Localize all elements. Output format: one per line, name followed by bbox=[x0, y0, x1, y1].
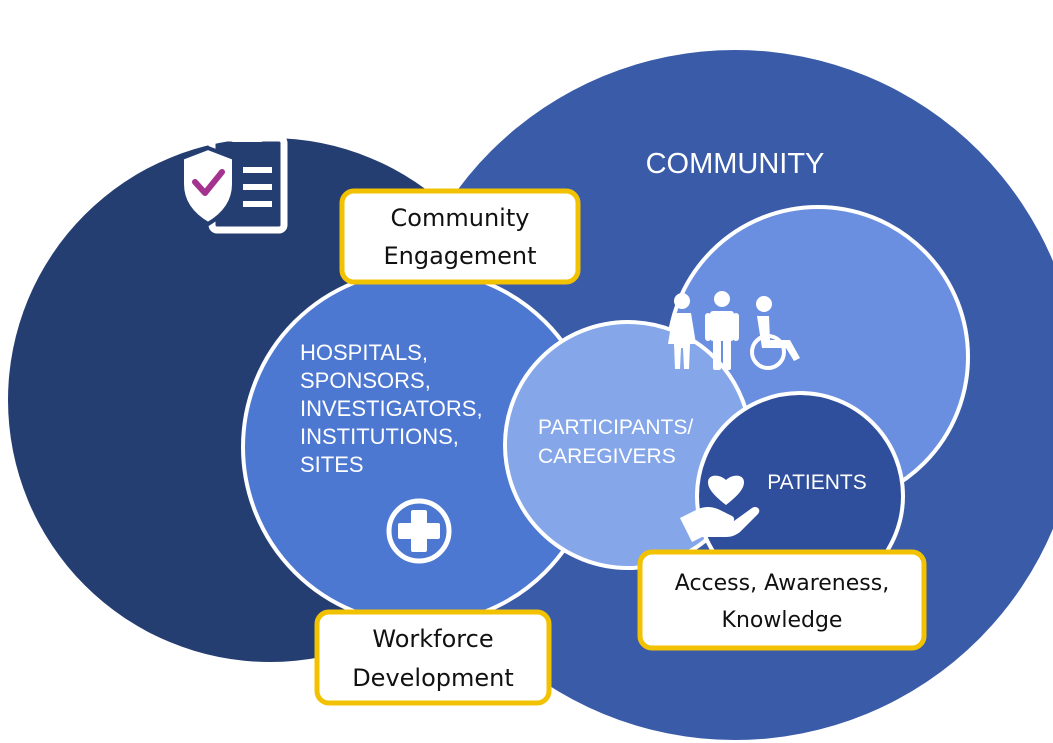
hospitals-label-line-4: INSTITUTIONS, bbox=[300, 424, 459, 449]
community-label: COMMUNITY bbox=[646, 148, 825, 180]
community-engagement-line-1: Community bbox=[391, 204, 530, 232]
medical-cross-icon bbox=[386, 498, 452, 564]
community-engagement-line-2: Engagement bbox=[383, 242, 536, 270]
policy-clipboard-shield-icon bbox=[180, 126, 288, 234]
heart-in-hand-icon bbox=[680, 475, 760, 542]
access-line-2: Knowledge bbox=[722, 608, 843, 633]
workforce-development-line-2: Development bbox=[352, 664, 514, 692]
participants-label-line-2: CAREGIVERS bbox=[538, 445, 676, 468]
participants-label-line-1: PARTICIPANTS/ bbox=[538, 416, 693, 439]
callout-access-awareness-knowledge: Access, Awareness, Knowledge bbox=[637, 549, 927, 651]
hospitals-label-line-3: INVESTIGATORS, bbox=[300, 396, 483, 421]
callout-community-engagement: Community Engagement bbox=[339, 188, 581, 285]
workforce-development-line-1: Workforce bbox=[372, 625, 493, 653]
hospitals-label-line-2: SPONSORS, bbox=[300, 368, 431, 393]
society-policy-label: SOCIETY/POLICY bbox=[240, 58, 465, 88]
people-wheelchair-icon bbox=[668, 291, 800, 370]
callout-workforce-development: Workforce Development bbox=[314, 609, 552, 706]
hospitals-label-line-5: SITES bbox=[300, 452, 364, 477]
access-line-1: Access, Awareness, bbox=[675, 571, 889, 596]
patients-label: PATIENTS bbox=[767, 471, 867, 494]
hospitals-label-line-1: HOSPITALS, bbox=[300, 340, 428, 365]
